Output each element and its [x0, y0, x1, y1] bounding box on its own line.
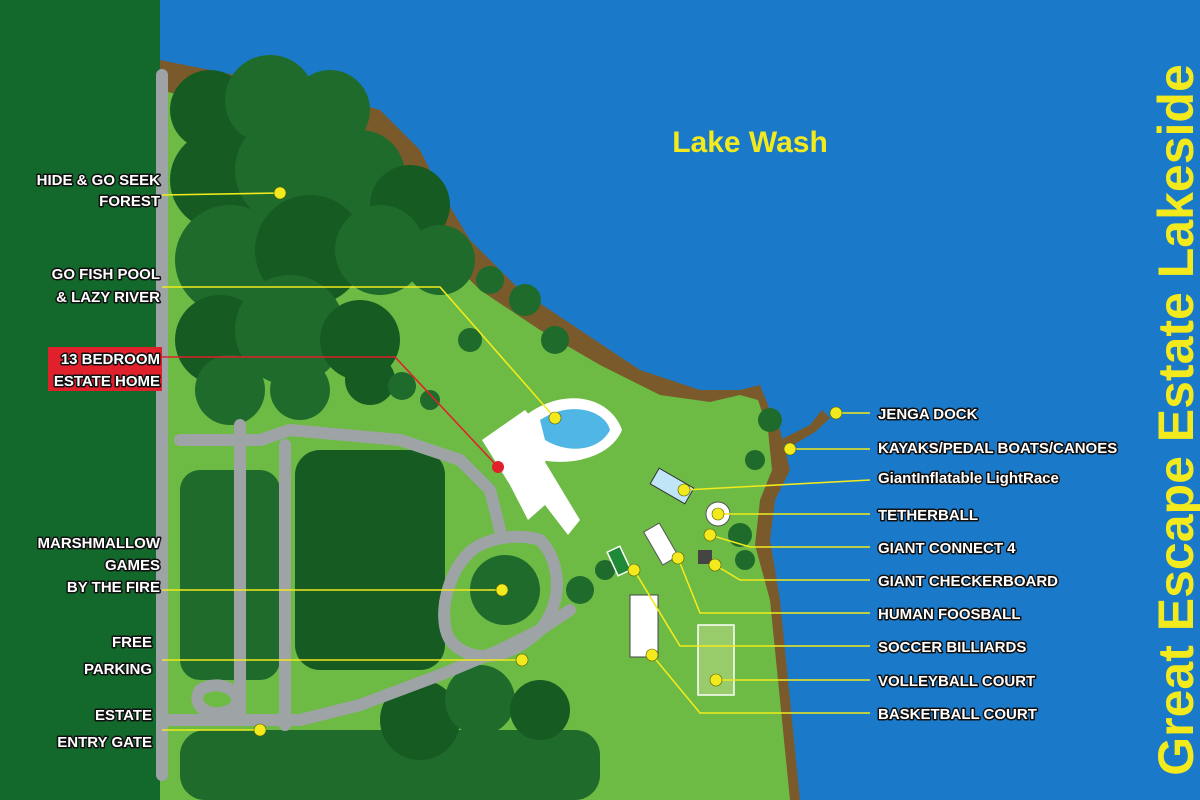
human-foosball-field [643, 522, 679, 566]
label-go-fish-1: GO FISH POOL [52, 266, 160, 283]
estate-home-label-bg [48, 347, 162, 391]
label-soccer-billiards: SOCCER BILLIARDS [878, 639, 1026, 656]
soccer-billiards-table [606, 545, 632, 577]
label-volleyball: VOLLEYBALL COURT [878, 673, 1035, 690]
label-marshmallow-3: BY THE FIRE [67, 579, 160, 596]
label-entry-gate-1: ESTATE [95, 707, 152, 724]
label-parking-2: PARKING [84, 661, 152, 678]
checkerboard [698, 550, 712, 564]
scattered-trees [388, 266, 782, 604]
label-kayaks: KAYAKS/PEDAL BOATS/CANOES [878, 440, 1117, 457]
label-human-foosball: HUMAN FOOSBALL [878, 606, 1021, 623]
leader-lines [161, 192, 871, 731]
label-marshmallow-2: GAMES [105, 557, 160, 574]
map-title: Great Escape Estate Lakeside [1148, 64, 1200, 776]
markers [253, 186, 843, 737]
label-entry-gate-2: ENTRY GATE [57, 734, 152, 751]
label-hide-seek-2: FOREST [99, 193, 160, 210]
label-marshmallow-1: MARSHMALLOW [38, 535, 161, 552]
roads [156, 69, 576, 781]
label-tetherball: TETHERBALL [878, 507, 978, 524]
label-checkerboard: GIANT CHECKERBOARD [878, 573, 1058, 590]
label-inflatable-race: GiantInflatable LightRace [878, 470, 1059, 487]
hide-seek-forest [170, 55, 475, 425]
lake-name: Lake Wash [672, 126, 828, 159]
label-estate-home-2: ESTATE HOME [54, 373, 160, 390]
label-jenga-dock: JENGA DOCK [878, 406, 978, 423]
right-labels: JENGA DOCK KAYAKS/PEDAL BOATS/CANOES Gia… [877, 405, 1119, 725]
label-parking-1: FREE [112, 634, 152, 651]
label-hide-seek-1: HIDE & GO SEEK [37, 172, 161, 189]
label-go-fish-2: & LAZY RIVER [56, 289, 160, 306]
jenga-dock [780, 410, 830, 448]
label-connect-4: GIANT CONNECT 4 [878, 540, 1016, 557]
left-labels: HIDE & GO SEEK FOREST GO FISH POOL & LAZ… [35, 171, 162, 753]
basketball-court [629, 594, 659, 658]
estate-home-building [482, 410, 580, 535]
label-estate-home-1: 13 BEDROOM [61, 351, 160, 368]
label-basketball: BASKETBALL COURT [878, 706, 1037, 723]
lower-forest [180, 450, 600, 800]
left-woodland-border [0, 0, 160, 800]
